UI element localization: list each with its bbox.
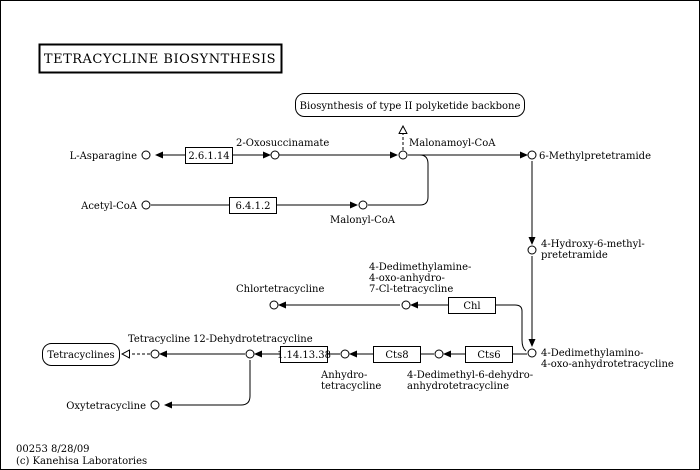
compound-dedimethyl-dehydro-line2: anhydrotetracycline: [407, 381, 509, 392]
enzyme-2-6-1-14-label: 2.6.1.14: [188, 151, 229, 162]
compound-dedimethylamine-cl-line3: 7-Cl-tetracycline: [369, 284, 453, 295]
footer-copyright: (c) Kanehisa Laboratories: [16, 456, 147, 467]
compound-l-asparagine-label: L-Asparagine: [70, 151, 138, 162]
compound-acetyl-coa-node[interactable]: [141, 200, 151, 210]
enzyme-cts8[interactable]: [373, 346, 421, 363]
compound-oxytetracycline-label: Oxytetracycline: [66, 401, 146, 412]
compound-l-asparagine-node[interactable]: [141, 150, 151, 160]
footer-map-id: 00253 8/28/09: [16, 444, 90, 455]
compound-chlortetracycline-label: Chlortetracycline: [236, 284, 324, 295]
compound-tetracycline-node[interactable]: [150, 349, 160, 359]
compound-malonyl-coa-node[interactable]: [358, 200, 368, 210]
compound-hydroxy-methyl-pretetramide-line2: pretetramide: [541, 250, 608, 261]
compound-malonamoyl-coa-node[interactable]: [398, 150, 408, 160]
enzyme-cts6[interactable]: [465, 346, 513, 363]
compound-dedimethylamine-cl-line2: 4-oxo-anhydro-: [369, 273, 445, 284]
compound-acetyl-coa-label: Acetyl-CoA: [80, 201, 138, 212]
compound-dedimethylamino-oxo-line2: 4-oxo-anhydrotetracycline: [541, 359, 674, 370]
enzyme-6-4-1-2[interactable]: [229, 197, 277, 214]
compound-12-dehydrotetracycline-label: 12-Dehydrotetracycline: [193, 334, 313, 345]
enzyme-1-14-13-38-label: 1.14.13.38: [277, 350, 331, 361]
compound-malonyl-coa-label: Malonyl-CoA: [330, 215, 396, 226]
compound-dedimethylamino-oxo-node[interactable]: [527, 348, 537, 358]
enzyme-1-14-13-38[interactable]: [280, 346, 328, 363]
compound-anhydrotetracycline-line2: tetracycline: [321, 381, 381, 392]
compound-12-dehydrotetracycline-node[interactable]: [245, 349, 255, 359]
enzyme-cts8-label: Cts8: [385, 350, 408, 361]
compound-hydroxy-methyl-pretetramide-line1: 4-Hydroxy-6-methyl-: [541, 239, 645, 250]
compound-hydroxy-methyl-pretetramide-node[interactable]: [527, 245, 537, 255]
curve-malonylcoa-to-main: [368, 154, 429, 206]
map-tetracyclines-label: Tetracyclines: [47, 350, 114, 361]
compound-6-methylpretetramide-label: 6-Methylpretetramide: [539, 151, 651, 162]
map-polyketide-backbone[interactable]: [295, 93, 525, 117]
enzyme-2-6-1-14[interactable]: [185, 147, 233, 164]
reaction-dedimethylamino-chl: [410, 301, 527, 352]
enzyme-chl[interactable]: [448, 297, 496, 314]
reaction-dehydro-oxytetracycline: [164, 360, 251, 409]
compound-dedimethylamine-cl-line1: 4-Dedimethylamine-: [369, 262, 471, 273]
compound-malonamoyl-coa-label: Malonamoyl-CoA: [409, 138, 496, 149]
compound-dedimethylamine-cl-node[interactable]: [401, 300, 411, 310]
compound-dedimethyl-dehydro-line1: 4-Dedimethyl-6-dehydro-: [407, 370, 533, 381]
compound-chlortetracycline-node[interactable]: [269, 300, 279, 310]
compound-anhydrotetracycline-node[interactable]: [340, 349, 350, 359]
compound-dedimethyl-dehydro-node[interactable]: [434, 349, 444, 359]
map-polyketide-backbone-label: Biosynthesis of type II polyketide backb…: [300, 101, 521, 112]
title-box: [38, 43, 283, 74]
enzyme-chl-label: Chl: [463, 301, 480, 312]
compound-oxytetracycline-node[interactable]: [150, 400, 160, 410]
enzyme-cts6-label: Cts6: [477, 350, 500, 361]
enzyme-6-4-1-2-label: 6.4.1.2: [236, 201, 271, 212]
compound-anhydrotetracycline-line1: Anhydro-: [320, 370, 367, 381]
page-title: TETRACYCLINE BIOSYNTHESIS: [44, 52, 276, 67]
map-tetracyclines[interactable]: [42, 343, 120, 366]
compound-2-oxosuccinamate-label: 2-Oxosuccinamate: [236, 138, 329, 149]
compound-tetracycline-label: Tetracycline: [128, 334, 190, 345]
compound-2-oxosuccinamate-node[interactable]: [270, 150, 280, 160]
compound-6-methylpretetramide-node[interactable]: [527, 150, 537, 160]
compound-dedimethylamino-oxo-line1: 4-Dedimethylamino-: [541, 348, 643, 359]
